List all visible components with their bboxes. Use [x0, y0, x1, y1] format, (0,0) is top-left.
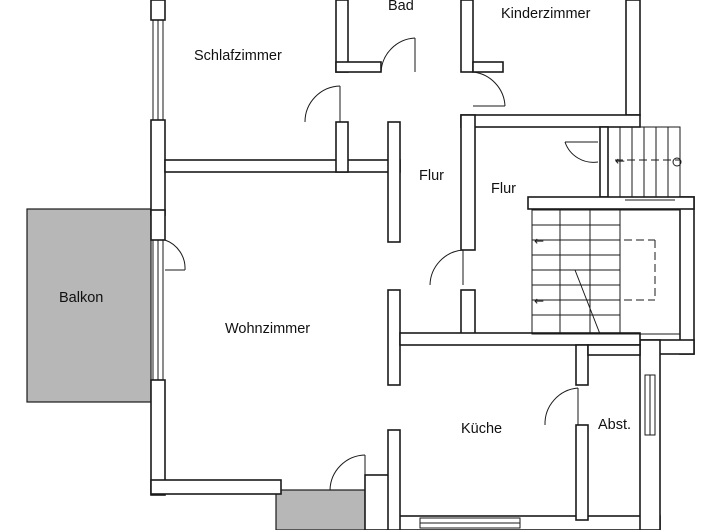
room-label-flur-2: Flur [491, 181, 516, 197]
room-label-flur-1: Flur [419, 168, 444, 184]
interior-walls [164, 0, 695, 530]
svg-text:←: ← [615, 154, 625, 168]
room-label-balkon: Balkon [59, 290, 103, 306]
door-swing-icon [164, 37, 599, 491]
terrace-area [275, 489, 377, 530]
room-label-bad: Bad [388, 0, 414, 14]
room-label-kinderzimmer: Kinderzimmer [501, 6, 591, 22]
balcony-area [26, 208, 152, 403]
room-label-wohnzimmer: Wohnzimmer [225, 321, 310, 337]
room-label-abstellraum: Abst. [598, 417, 631, 433]
staircase [531, 126, 682, 335]
room-label-kueche: Küche [461, 421, 502, 437]
arrow-left-icon: ← ← ← [534, 154, 625, 308]
outer-walls [150, 0, 695, 530]
room-label-schlafzimmer: Schlafzimmer [194, 48, 282, 64]
window-icon [152, 19, 656, 529]
svg-text:←: ← [534, 234, 544, 248]
svg-text:←: ← [534, 294, 544, 308]
